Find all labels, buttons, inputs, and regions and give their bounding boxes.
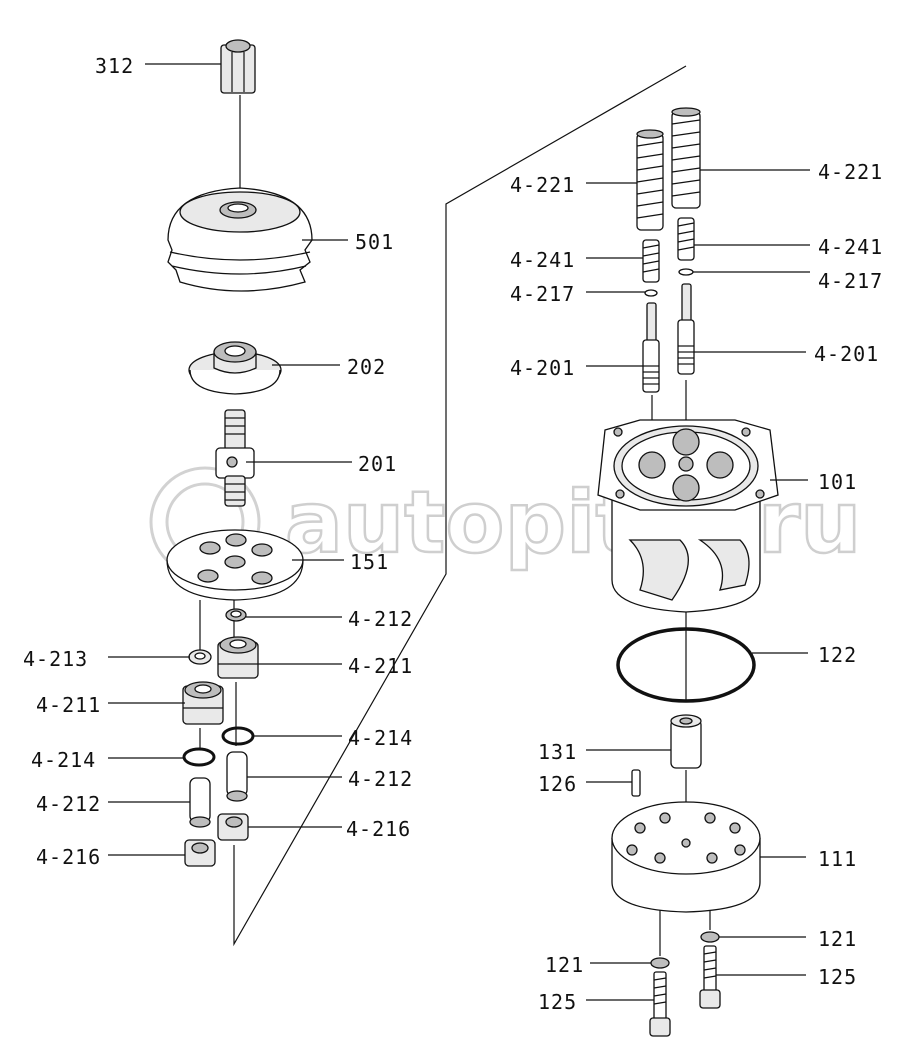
part-151-plate — [166, 529, 304, 601]
label-101: 101 — [818, 470, 857, 494]
label-4-201: 4-201 — [510, 356, 575, 380]
label-111: 111 — [818, 847, 857, 871]
part-122-oring — [616, 627, 756, 703]
part-4-211-seat — [182, 681, 224, 725]
label-4-213: 4-213 — [23, 647, 88, 671]
part-4-216-nut — [184, 839, 216, 867]
part-131-bushing — [670, 714, 702, 769]
label-4-241: 4-241 — [510, 248, 575, 272]
part-501-cover — [167, 187, 313, 292]
part-4-201-spool — [677, 283, 695, 375]
leader-lines — [108, 63, 810, 1001]
label-312: 312 — [95, 54, 134, 78]
label-4-216: 4-216 — [346, 817, 411, 841]
label-501: 501 — [355, 230, 394, 254]
part-4-214-oring — [221, 726, 255, 746]
label-4-217: 4-217 — [818, 269, 883, 293]
label-4-212: 4-212 — [348, 607, 413, 631]
label-4-221: 4-221 — [510, 173, 575, 197]
part-4-214-oring — [182, 747, 216, 767]
label-4-212: 4-212 — [348, 767, 413, 791]
label-4-214: 4-214 — [31, 748, 96, 772]
part-4-216-nut — [217, 813, 249, 841]
label-121: 121 — [818, 927, 857, 951]
part-4-217-washer — [644, 289, 658, 297]
label-131: 131 — [538, 740, 577, 764]
label-121: 121 — [545, 953, 584, 977]
part-4-217-washer — [678, 268, 694, 276]
part-4-221-spring — [636, 129, 664, 231]
label-4-212: 4-212 — [36, 792, 101, 816]
part-121-washer — [650, 957, 670, 969]
part-201-rod — [215, 409, 255, 507]
part-125-bolt — [649, 971, 671, 1037]
section-boundary — [233, 65, 687, 947]
part-4-211-seat — [217, 636, 259, 679]
part-121-washer — [700, 931, 720, 943]
part-111-plate — [611, 801, 761, 913]
part-4-241-spring — [677, 217, 695, 261]
label-122: 122 — [818, 643, 857, 667]
part-4-212-sleeve — [226, 751, 248, 802]
part-4-241-spring — [642, 239, 660, 283]
part-4-221-spring — [671, 107, 701, 209]
label-125: 125 — [538, 990, 577, 1014]
label-4-221: 4-221 — [818, 160, 883, 184]
part-202-cap — [188, 341, 282, 395]
part-4-212-sleeve — [189, 777, 211, 828]
label-202: 202 — [347, 355, 386, 379]
label-125: 125 — [818, 965, 857, 989]
label-201: 201 — [358, 452, 397, 476]
part-312-nut — [220, 39, 256, 94]
part-101-casing — [597, 419, 779, 613]
label-4-217: 4-217 — [510, 282, 575, 306]
label-4-211: 4-211 — [348, 654, 413, 678]
label-126: 126 — [538, 772, 577, 796]
part-4-201-spool — [642, 302, 660, 393]
part-4-213-washer — [188, 649, 212, 665]
label-151: 151 — [350, 550, 389, 574]
label-4-201: 4-201 — [814, 342, 879, 366]
part-125-bolt — [699, 945, 721, 1009]
label-4-211: 4-211 — [36, 693, 101, 717]
part-126-pin — [631, 769, 641, 797]
label-4-241: 4-241 — [818, 235, 883, 259]
label-4-216: 4-216 — [36, 845, 101, 869]
part-4-212-ring — [225, 608, 247, 622]
label-4-214: 4-214 — [348, 726, 413, 750]
